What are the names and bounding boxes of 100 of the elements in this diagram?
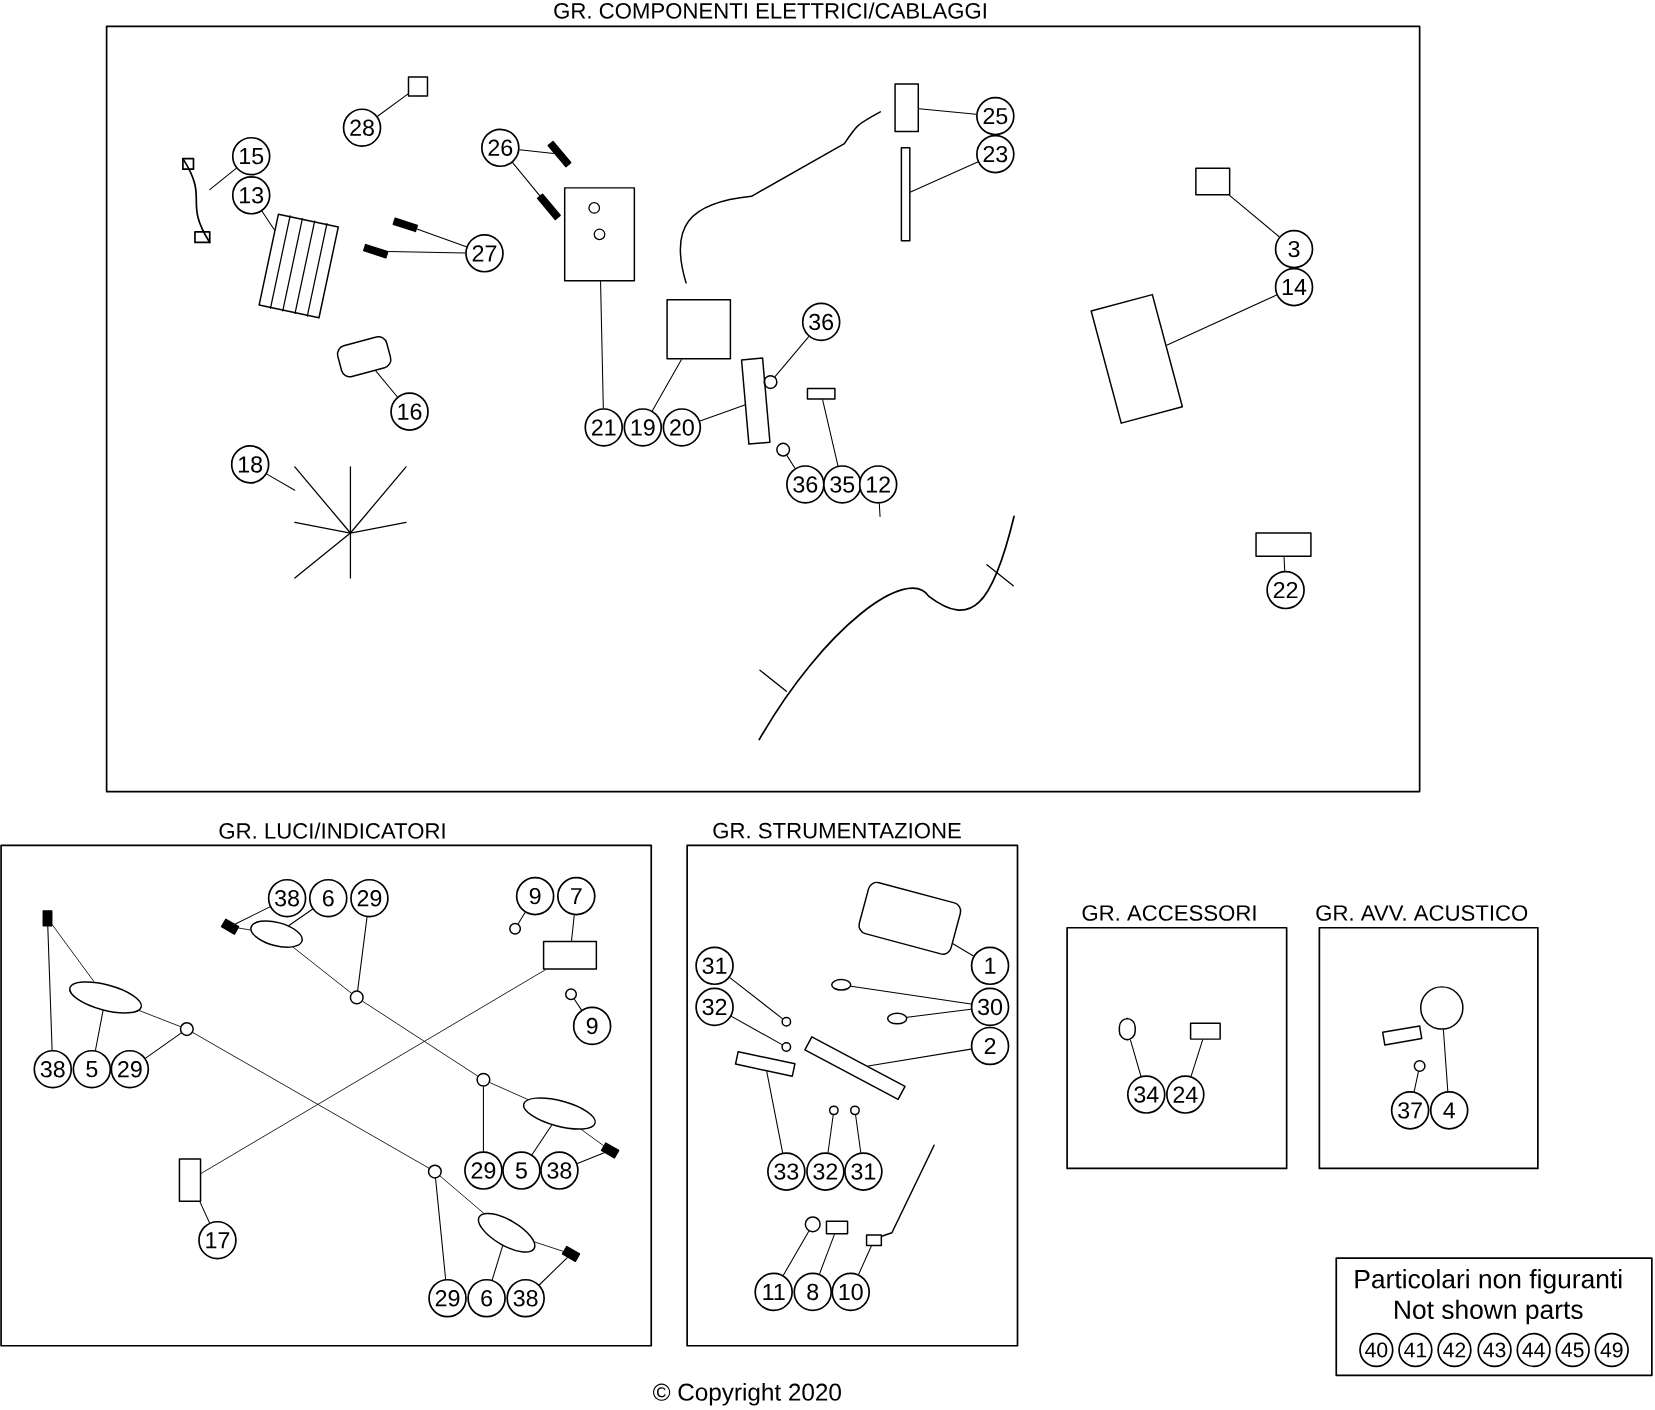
leader-line: [730, 1015, 783, 1046]
leader-line: [573, 998, 582, 1011]
switch-drawing: [336, 336, 392, 378]
leader-line: [910, 161, 979, 193]
node-label: GR. STRUMENTAZIONE: [713, 822, 961, 839]
leader-line: [261, 210, 275, 231]
indicator-lamp-drawing: [522, 1097, 596, 1130]
callout-number: 8: [793, 1272, 833, 1312]
control-unit-drawing: [1090, 293, 1184, 424]
bolt-drawing: [547, 140, 572, 168]
clip-drawing: [1118, 1017, 1136, 1041]
callout-number: 15: [231, 136, 271, 176]
callout-number: 5: [72, 1049, 112, 1089]
indicator-lamp-drawing: [69, 981, 143, 1014]
assembly-line: [534, 1241, 564, 1252]
callout-number: 10: [831, 1272, 871, 1312]
leader-line: [918, 108, 977, 115]
callout-number: 14: [1274, 267, 1314, 307]
nut-drawing: [763, 374, 778, 390]
spark-plug-cap-drawing: [894, 83, 919, 133]
callout-number: 44: [1516, 1332, 1551, 1368]
leader-line: [266, 473, 296, 491]
assembly-line: [52, 924, 95, 982]
bolt-drawing: [536, 193, 561, 221]
callout-number: 38: [506, 1278, 545, 1318]
callout-number: 32: [695, 987, 734, 1027]
callout-number: 36: [786, 465, 825, 504]
callout-number: 37: [1390, 1091, 1430, 1130]
screw-drawing: [1413, 1059, 1426, 1072]
leader-line: [651, 359, 682, 412]
leader-line: [571, 914, 575, 942]
leader-line: [357, 916, 368, 991]
callout-number: 11: [754, 1272, 793, 1312]
callout-number: 22: [1266, 570, 1305, 610]
sensor-drawing: [1255, 532, 1312, 557]
nut-drawing: [804, 1216, 821, 1233]
assembly-line: [200, 969, 546, 1174]
leader-line: [878, 503, 881, 517]
leader-line: [867, 1048, 972, 1067]
callout-number: 26: [481, 128, 520, 168]
callout-number: 31: [695, 946, 734, 986]
assembly-line: [489, 1082, 528, 1100]
leader-line: [774, 336, 810, 378]
leader-line: [1442, 1029, 1449, 1092]
screw-drawing: [850, 1105, 860, 1116]
callout-number: 12: [858, 465, 898, 504]
grommet-drawing: [831, 978, 852, 991]
callout-number: 21: [584, 408, 624, 447]
leader-line: [375, 370, 398, 398]
leader-line: [199, 1201, 210, 1224]
leader-line: [600, 280, 604, 409]
node-label: GR. AVV. ACUSTICO: [1316, 905, 1528, 921]
leader-line: [416, 228, 467, 248]
assembly-line: [362, 1000, 478, 1077]
connector-drawing: [865, 1234, 883, 1247]
bolt-drawing: [363, 243, 389, 259]
callout-number: 35: [822, 465, 862, 504]
clip-drawing: [1189, 1022, 1221, 1040]
assembly-line: [238, 927, 251, 931]
leader-line: [47, 925, 53, 1051]
callout-number: 1: [970, 946, 1010, 986]
callout-number: 45: [1555, 1332, 1590, 1368]
sensor-drawing: [825, 1220, 849, 1235]
callout-number: 17: [198, 1220, 237, 1260]
screw-drawing: [600, 1142, 620, 1159]
assembly-line: [292, 946, 352, 994]
pin-drawing: [734, 1050, 796, 1077]
callout-number: 18: [230, 445, 270, 484]
node-label: GR. COMPONENTI ELETTRICI/CABLAGGI: [554, 2, 986, 19]
leader-line: [435, 1178, 447, 1280]
grommet-drawing: [886, 1012, 908, 1025]
callout-number: 3: [1274, 229, 1314, 269]
nut-drawing: [179, 1021, 194, 1037]
leader-line: [699, 404, 746, 422]
assembly-line: [439, 1175, 485, 1214]
washer-drawing: [781, 1042, 792, 1052]
leader-line: [1190, 1039, 1204, 1077]
instrument-drawing: [858, 881, 962, 955]
callout-number: 30: [970, 987, 1010, 1027]
callout-number: 23: [976, 134, 1015, 174]
spark-plug-drawing: [900, 146, 911, 242]
leader-line: [827, 1114, 834, 1153]
relay-drawing: [1195, 167, 1231, 196]
screw-drawing: [781, 1016, 792, 1027]
leader-line: [482, 1086, 484, 1152]
callout-number: 33: [767, 1152, 806, 1191]
callout-number: 20: [662, 408, 702, 447]
wire-harness-drawing: [758, 515, 1015, 741]
connector-drawing: [178, 1158, 202, 1202]
callout-number: 29: [428, 1278, 467, 1318]
callout-number: 13: [231, 175, 271, 215]
callout-number: 38: [267, 878, 307, 918]
callout-number: 40: [1359, 1332, 1394, 1368]
leader-line: [1166, 294, 1277, 346]
bracket-drawing: [563, 187, 636, 282]
leader-line: [538, 1256, 568, 1286]
callout-number: 6: [467, 1278, 506, 1318]
leader-line: [952, 943, 974, 957]
wire-harness-drawing: [182, 157, 211, 244]
screw-drawing: [42, 910, 53, 927]
